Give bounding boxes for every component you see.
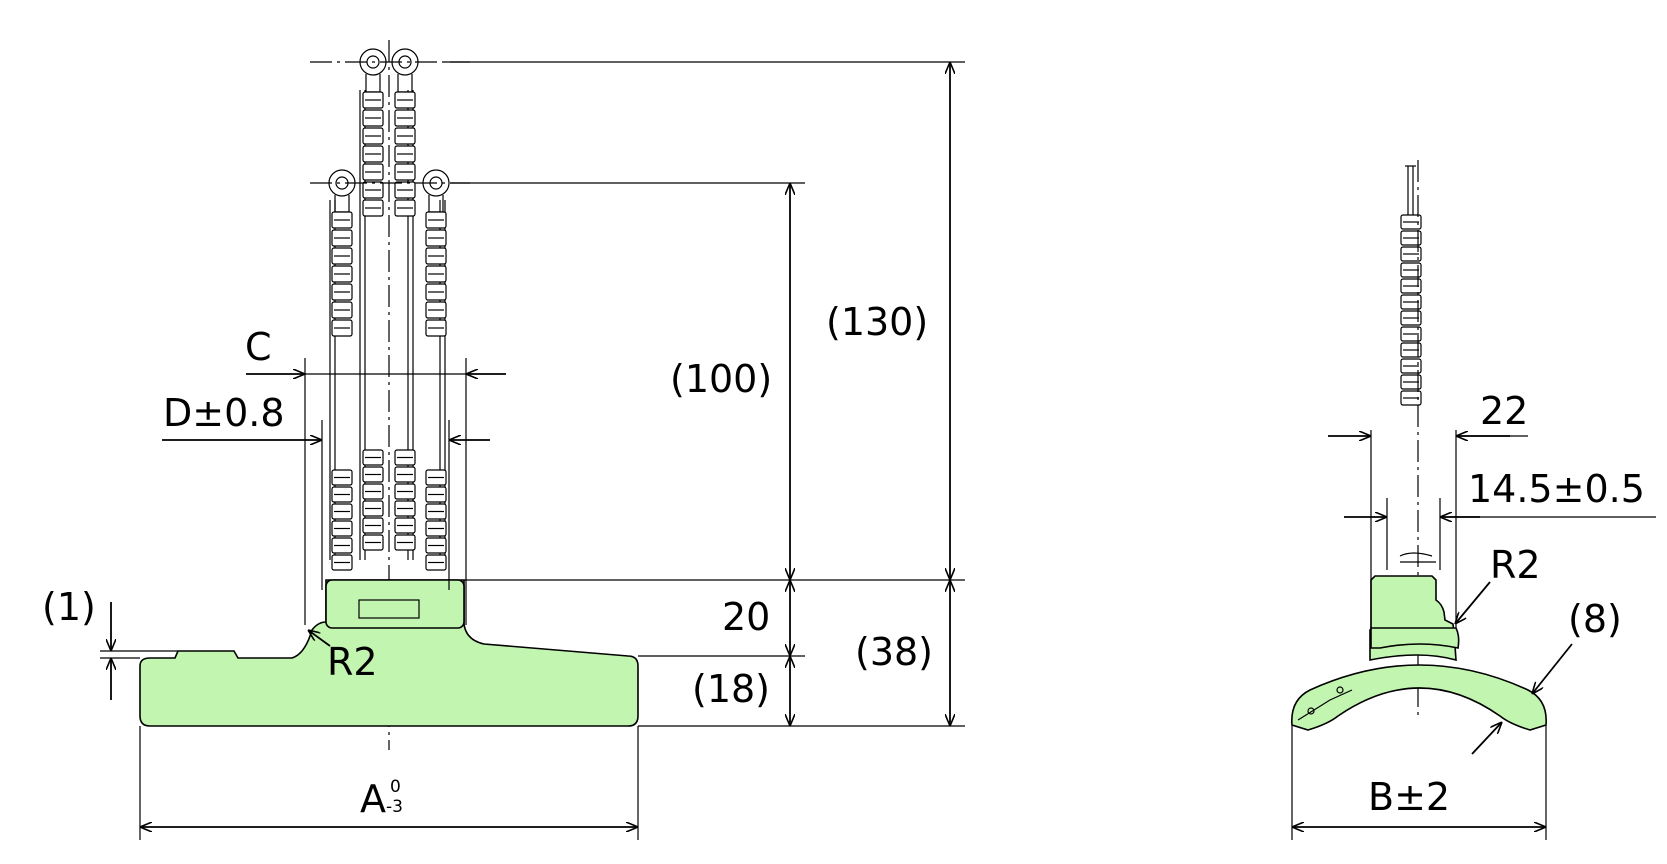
heater-body-side-base-block (1370, 627, 1460, 649)
label-130: (130) (826, 300, 928, 344)
dim-8-leader-top (1532, 643, 1573, 694)
label-r2-front: R2 (327, 640, 378, 684)
label-b: B±2 (1368, 775, 1450, 819)
label-22: 22 (1480, 389, 1528, 433)
label-1: (1) (42, 585, 96, 629)
label-a: A (360, 777, 386, 821)
r2-side-leader (1455, 581, 1491, 624)
label-8: (8) (1568, 597, 1622, 641)
label-c: C (245, 325, 272, 369)
r2-leader (308, 630, 331, 647)
label-100: (100) (670, 357, 772, 401)
label-d: D±0.8 (163, 391, 285, 435)
label-a-upper-tol: 0 (390, 777, 401, 797)
insulating-beads (331, 91, 447, 571)
terminal-slot (358, 599, 420, 619)
dim-8-leader-bottom (1471, 722, 1502, 755)
label-14-5: 14.5±0.5 (1468, 467, 1645, 511)
label-38: (38) (855, 630, 933, 674)
label-a-lower-tol: -3 (386, 797, 403, 817)
label-r2-side: R2 (1490, 543, 1541, 587)
front-view: C D±0.8 (100) (130) 20 (18) (38) (1) R2 … (42, 40, 965, 840)
heater-body-side-curve (1291, 664, 1547, 731)
terminal-block (325, 579, 465, 629)
side-insulating-beads (1400, 214, 1422, 406)
label-20: 20 (722, 595, 770, 639)
side-view: 22 14.5±0.5 R2 (8) B±2 (1291, 160, 1656, 840)
label-18: (18) (692, 667, 770, 711)
